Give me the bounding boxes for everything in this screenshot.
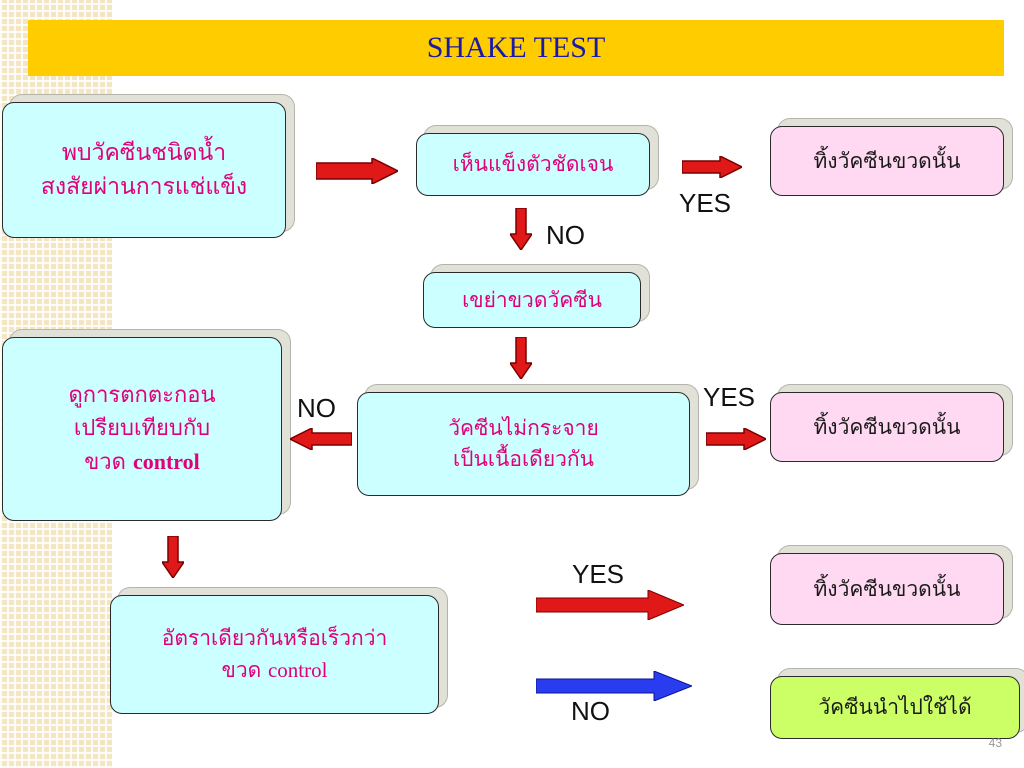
arrow-down-shake [510,337,532,379]
box-compare-line2: เปรียบเทียบกับ [73,416,211,441]
box-discard-2-text: ทิ้งวัคซีนขวดนั้น [813,414,961,439]
arrow-right-start [316,158,398,184]
box-discard-1: ทิ้งวัคซีนขวดนั้น [770,126,1004,196]
page-number: 43 [988,736,1002,750]
box-usable: วัคซีนนำไปใช้ได้ [770,676,1020,739]
box-start-line1: พบวัคซีนชนิดน้ำ [61,139,227,166]
box-shake: เขย่าขวดวัคซีน [423,272,641,328]
box-frozen-check: เห็นแข็งตัวชัดเจน [416,133,650,196]
box-shake-text: เขย่าขวดวัคซีน [462,287,602,312]
box-homogeneous-line1: วัคซีนไม่กระจาย [448,415,599,440]
box-rate: อัตราเดียวกันหรือเร็วกว่า ขวด control [110,595,439,714]
arrow-right-yes-2 [706,428,766,450]
box-compare-line1: ดูการตกตะกอน [68,383,216,408]
box-homogeneous-line2: เป็นเนื้อเดียวกัน [453,447,594,471]
label-yes-1: YES [679,188,732,218]
box-compare-line3-prefix: ขวด [84,450,133,475]
box-rate-line2-suffix: control [267,657,328,682]
arrow-right-yes-1 [682,156,742,178]
box-rate-line1: อัตราเดียวกันหรือเร็วกว่า [161,626,388,650]
page-title: SHAKE TEST [426,31,606,64]
title-bar: SHAKE TEST [28,20,1004,76]
box-rate-line2: ขวด control [222,655,328,687]
arrow-right-yes-3 [536,590,684,620]
box-compare-line3-suffix: control [132,449,200,474]
arrow-right-no-3 [536,671,692,701]
arrow-down-compare [162,536,184,578]
box-compare-line3: ขวด control [84,445,200,479]
box-frozen-check-text: เห็นแข็งตัวชัดเจน [452,152,614,176]
box-discard-3: ทิ้งวัคซีนขวดนั้น [770,553,1004,625]
label-no-3: NO [571,696,610,726]
box-discard-2: ทิ้งวัคซีนขวดนั้น [770,392,1004,462]
arrow-left-no-2 [290,428,352,450]
label-yes-2: YES [703,382,756,412]
box-start-line2: สงสัยผ่านการแช่แข็ง [40,174,248,200]
arrow-down-no-1 [510,208,532,250]
box-discard-3-text: ทิ้งวัคซีนขวดนั้น [813,576,961,601]
box-compare: ดูการตกตะกอน เปรียบเทียบกับ ขวด control [2,337,282,521]
box-discard-1-text: ทิ้งวัคซีนขวดนั้น [813,148,961,173]
box-rate-line2-prefix: ขวด [221,657,268,682]
box-homogeneous: วัคซีนไม่กระจาย เป็นเนื้อเดียวกัน [357,392,690,496]
box-start: พบวัคซีนชนิดน้ำ สงสัยผ่านการแช่แข็ง [2,102,286,238]
label-no-1: NO [546,220,585,250]
box-usable-text: วัคซีนนำไปใช้ได้ [818,695,972,719]
label-yes-3: YES [572,559,625,589]
label-no-2: NO [297,393,336,423]
